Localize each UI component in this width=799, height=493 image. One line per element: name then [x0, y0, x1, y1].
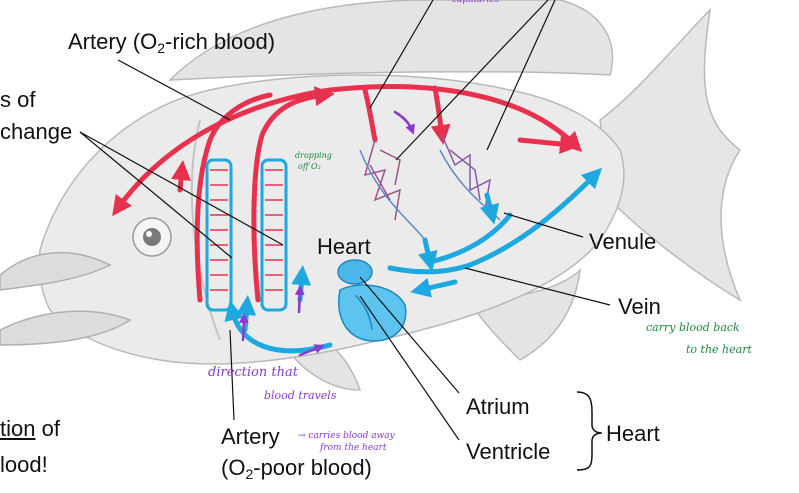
- artery-rich-sub: 2: [157, 40, 166, 56]
- leader-ventricle: [359, 295, 460, 441]
- fish-mouth-upper: [0, 251, 112, 291]
- artery-head-arrow: [171, 160, 191, 193]
- gill-arch-artery-2: [251, 86, 335, 303]
- purple-arrow-1: [238, 313, 249, 342]
- gills: [205, 158, 288, 312]
- gill-lamellae-1: [210, 169, 228, 291]
- heart-group-label: Heart: [606, 421, 660, 446]
- curly-brace-icon: [576, 391, 603, 471]
- heart-label: Heart: [317, 234, 371, 259]
- direction-arrows: [238, 110, 415, 357]
- gill-filament-1: [205, 158, 233, 312]
- leader-artery-bottom: [229, 329, 235, 421]
- vein-upper: [427, 212, 513, 265]
- left-fragment-3-after: of: [35, 416, 60, 441]
- purple-arrow-2: [294, 285, 305, 314]
- left-fragment-2: change: [0, 119, 73, 144]
- ventricle-label: Ventricle: [466, 439, 551, 464]
- dropping-note-line1: dropping: [295, 151, 332, 160]
- artery-poor-suffix: -poor blood): [253, 455, 372, 480]
- direction-note-line2: blood travels: [264, 389, 337, 402]
- artery-branch-1: [362, 87, 378, 143]
- veins: [224, 167, 603, 354]
- tail-fin: [599, 7, 742, 302]
- dropping-note-line2: off O₂: [298, 162, 321, 171]
- capillary-bed-1: [363, 139, 401, 221]
- purple-arrow-4: [393, 110, 415, 135]
- leader-capillary-2: [395, 0, 549, 161]
- heart-detail: [354, 294, 373, 331]
- artery-rich-label: Artery (O2-rich blood): [68, 29, 276, 56]
- leader-artery-top: [117, 59, 231, 121]
- vein-note-line2: to the heart: [686, 343, 752, 356]
- artery-poor-prefix: (O: [221, 455, 246, 480]
- left-fragment-4: lood!: [0, 452, 48, 477]
- capillary-bed-2: [441, 134, 491, 211]
- leader-exchange-1: [79, 131, 233, 259]
- left-fragment-3-underlined: tion: [0, 416, 36, 441]
- venule-label: Venule: [589, 229, 657, 254]
- artery-branch-2: [430, 85, 451, 145]
- artery-rich-prefix: Artery (O: [68, 29, 158, 54]
- artery-note-line2: from the heart: [320, 443, 387, 453]
- left-fragment-3: tion of: [0, 418, 60, 440]
- gill-vein-arrow-1: [236, 295, 257, 333]
- leader-lines: [79, 0, 611, 441]
- anal-fin: [468, 267, 582, 361]
- fish-eye-highlight: [146, 231, 152, 237]
- vein-return-arrow: [410, 278, 458, 298]
- artery-poor-label-line1: Artery: [221, 424, 280, 449]
- dorsal-fin: [168, 0, 614, 81]
- artery-poor-sub: 2: [245, 466, 254, 482]
- gill-filament-2: [260, 158, 288, 312]
- artery-poor-label-line2: (O2-poor blood): [221, 455, 372, 482]
- purple-arrow-3: [298, 344, 325, 357]
- fish-eye-pupil: [143, 228, 161, 246]
- arteries: [112, 84, 583, 303]
- vein-label: Vein: [618, 294, 661, 319]
- artery-to-tail: [517, 134, 580, 154]
- leader-capillary-1: [369, 0, 434, 109]
- artery-rich-suffix: -rich blood): [165, 29, 276, 54]
- gill-lamellae-2: [265, 169, 283, 291]
- venule-2: [479, 192, 500, 225]
- atrium-label: Atrium: [466, 394, 530, 419]
- leader-venule: [503, 212, 584, 238]
- leader-atrium: [359, 276, 460, 394]
- atrium-chamber: [337, 259, 373, 285]
- fish-mouth-lower: [0, 310, 132, 346]
- vein-note-line1: carry blood back: [646, 321, 740, 334]
- vein-from-tail: [387, 167, 603, 275]
- capillary-bed-3: [359, 149, 426, 241]
- leader-vein: [464, 267, 611, 306]
- direction-note-line1: direction that: [208, 365, 298, 380]
- venule-1: [418, 237, 438, 272]
- artery-note-line1: → carries blood away: [298, 431, 395, 441]
- leader-capillary-3: [486, 0, 556, 151]
- top-note: capillaries: [452, 0, 500, 5]
- left-fragment-1: s of: [0, 87, 36, 112]
- gill-arch-artery-1: [194, 92, 273, 303]
- leader-exchange-2: [79, 131, 284, 246]
